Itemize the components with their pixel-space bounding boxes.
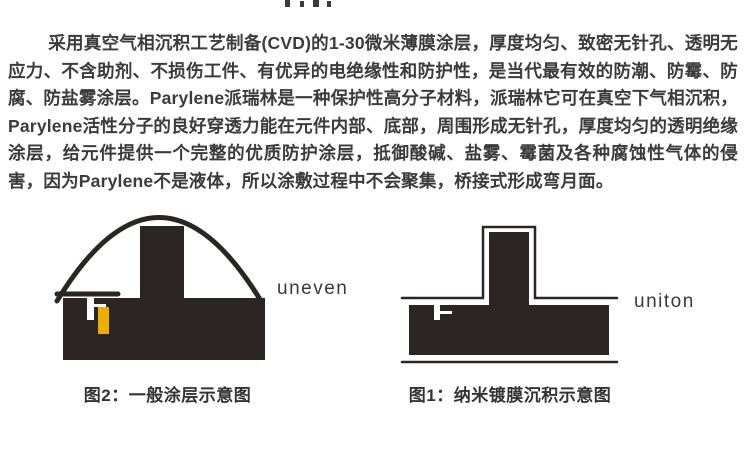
intro-paragraph: 采用真空气相沉积工艺制备(CVD)的1-30微米薄膜涂层，厚度均匀、致密无针孔、… (8, 33, 738, 191)
component-column (489, 232, 529, 305)
substrate-base (63, 298, 265, 360)
conformal-coating-outline (400, 225, 619, 300)
highlight-mark (98, 307, 109, 334)
caption-figure-2: 图2：一般涂层示意图 (83, 386, 252, 405)
annotation-uneven: uneven (277, 278, 349, 299)
base-slot (434, 305, 440, 320)
base-slot-tick (440, 311, 452, 314)
figure-nano-coating-diagram (400, 225, 619, 364)
base-slot (87, 298, 94, 320)
coating-arc (54, 215, 264, 304)
caption-figure-1: 图1：纳米镀膜沉积示意图 (408, 386, 612, 405)
base-slot-tick (94, 304, 106, 307)
component-column (140, 226, 184, 302)
figure-general-coating-diagram (54, 215, 265, 360)
annotation-uniton: uniton (634, 291, 695, 312)
cropped-top-text-fragment (283, 0, 339, 7)
